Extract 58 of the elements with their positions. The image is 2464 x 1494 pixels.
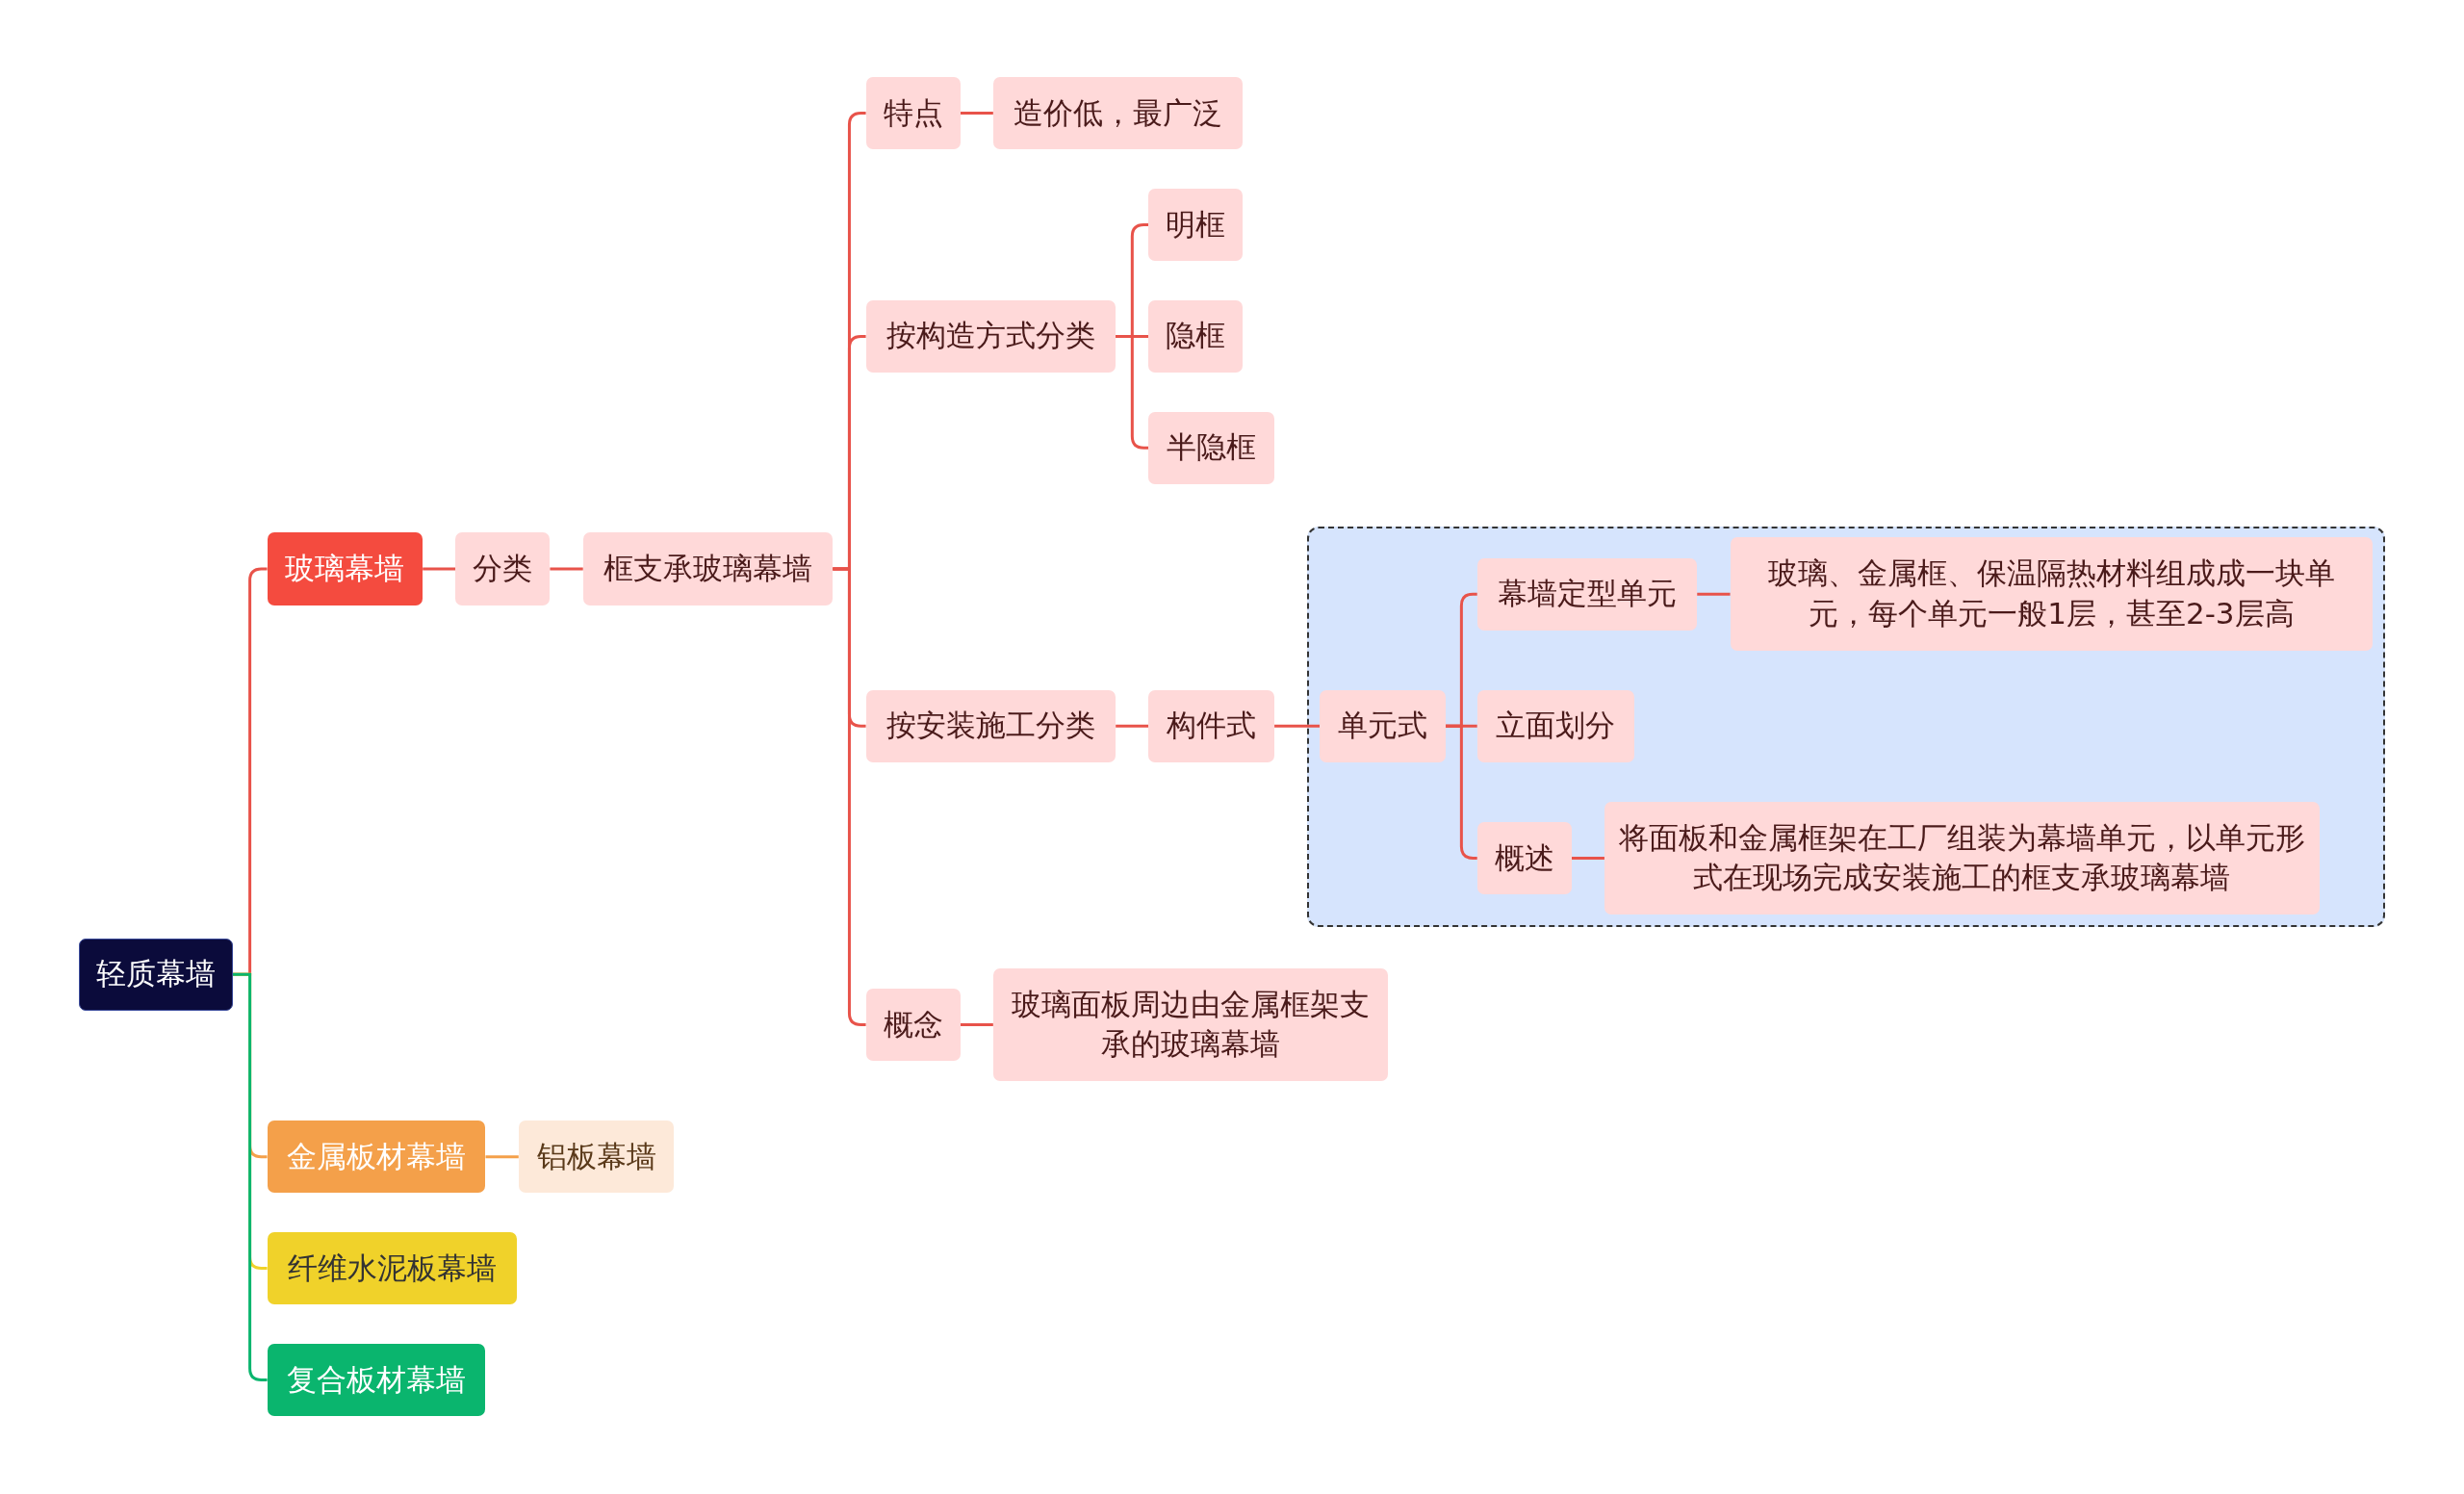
topic-box xyxy=(1476,557,1698,631)
topic-box xyxy=(1730,537,2374,651)
topic-text: 玻璃幕墙 xyxy=(285,550,405,588)
topic-text: 金属板材幕墙 xyxy=(287,1137,466,1175)
topic-text: 框支承玻璃幕墙 xyxy=(603,550,812,588)
topic-box xyxy=(992,77,1244,150)
topic-text: 概述 xyxy=(1494,838,1554,877)
topic-box xyxy=(1604,801,2320,915)
topic-text: 玻璃面板周边由金属框架支承的玻璃幕墙 xyxy=(1010,985,1371,1064)
topic-box xyxy=(992,967,1388,1082)
connector-line xyxy=(1697,592,1731,596)
topic-box xyxy=(78,938,233,1011)
connector-line xyxy=(960,112,993,116)
topic-text: 将面板和金属框架在工厂组装为幕墙单元，以单元形式在现场完成安装施工的框支承玻璃幕墙 xyxy=(1617,818,2306,897)
connector-line xyxy=(1571,856,1604,860)
topic-text: 玻璃、金属框、保温隔热材料组成成一块单元，每个单元一般1层，甚至2-3层高 xyxy=(1766,554,2336,633)
topic-text: 轻质幕墙 xyxy=(95,955,216,993)
topic-box xyxy=(1320,689,1446,762)
topic-text: 概念 xyxy=(883,1005,943,1043)
topic-box xyxy=(455,532,551,605)
topic-text: 复合板材幕墙 xyxy=(287,1360,466,1399)
topic-box xyxy=(865,77,961,150)
connector-line xyxy=(1274,724,1321,728)
connector-line xyxy=(1116,724,1149,728)
topic-text: 立面划分 xyxy=(1496,707,1616,745)
connector-line xyxy=(550,567,583,571)
topic-text: 按构造方式分类 xyxy=(886,317,1095,355)
topic-text: 分类 xyxy=(473,550,533,588)
topic-text: 单元式 xyxy=(1338,707,1428,745)
topic-box xyxy=(267,1232,518,1305)
topic-text: 铝板幕墙 xyxy=(536,1137,656,1175)
topic-box xyxy=(1476,821,1572,894)
topic-box xyxy=(1476,689,1634,762)
topic-box xyxy=(267,532,424,605)
topic-text: 造价低，最广泛 xyxy=(1014,93,1223,132)
topic-box xyxy=(1148,689,1275,762)
boundary-frame xyxy=(1307,526,2386,928)
topic-text: 隐框 xyxy=(1166,317,1226,355)
topic-text: 纤维水泥板幕墙 xyxy=(287,1249,497,1287)
topic-box xyxy=(865,689,1116,762)
topic-box xyxy=(865,299,1116,373)
topic-text: 特点 xyxy=(883,93,943,132)
topic-box xyxy=(582,532,834,605)
connector-line xyxy=(423,567,456,571)
topic-box xyxy=(865,988,961,1062)
topic-box xyxy=(267,1343,486,1416)
topic-box xyxy=(267,1120,486,1194)
connector-line xyxy=(485,1155,519,1159)
connector-line xyxy=(960,1023,993,1026)
topic-text: 幕墙定型单元 xyxy=(1497,575,1677,613)
topic-box xyxy=(518,1120,675,1194)
topic-text: 构件式 xyxy=(1167,707,1257,745)
topic-box xyxy=(1148,299,1244,373)
topic-text: 半隐框 xyxy=(1167,428,1257,467)
topic-text: 明框 xyxy=(1166,205,1226,244)
topic-box xyxy=(1148,188,1244,261)
topic-text: 按安装施工分类 xyxy=(886,707,1095,745)
topic-box xyxy=(1148,411,1275,484)
